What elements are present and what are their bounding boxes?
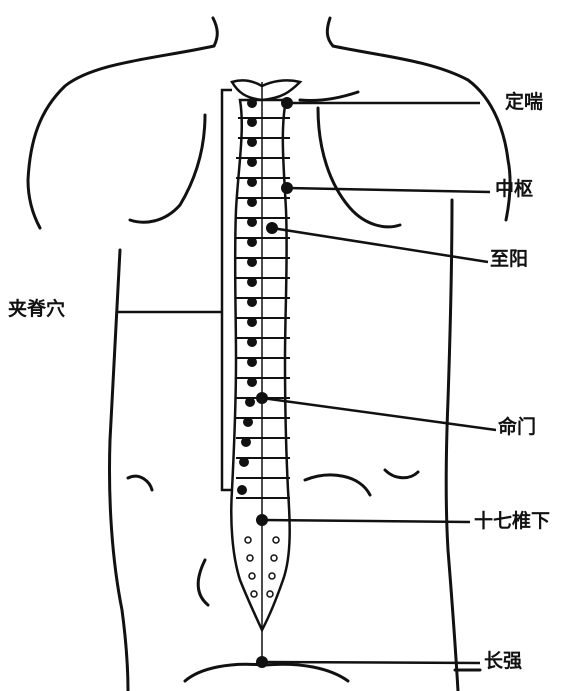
spine-column: [231, 80, 300, 630]
zhongshu-leader: [287, 188, 490, 192]
changqiang-leader: [262, 662, 480, 663]
left-hip-curve: [198, 560, 208, 605]
leader-lines: [118, 90, 496, 663]
right-torso-outline: [446, 200, 458, 691]
right-hip-curve: [305, 475, 370, 495]
label-changqiang: 长强: [484, 652, 522, 671]
label-shiqizhuixia: 十七椎下: [474, 512, 550, 531]
left-scapula-outline: [130, 115, 205, 222]
right-shoulder-outline: [333, 46, 510, 220]
mingmen-leader: [262, 398, 496, 430]
label-dingchuan: 定喘: [505, 93, 543, 112]
zhiyang-leader: [272, 228, 488, 262]
right-scapula-outline: [318, 108, 400, 227]
label-zhongshu: 中枢: [495, 180, 533, 199]
shiqizhuixia-leader: [262, 520, 470, 522]
jiaji-bracket: [222, 90, 232, 490]
left-waist-curve: [128, 476, 152, 490]
left-torso-outline: [110, 250, 129, 691]
right-buttock-curve: [265, 664, 348, 681]
label-zhiyang: 至阳: [490, 250, 528, 269]
left-buttock-curve: [185, 664, 262, 681]
shoulder-blade-line: [300, 92, 358, 101]
neck-right-outline: [327, 18, 333, 46]
left-shoulder-outline: [28, 46, 214, 228]
right-waist-curve: [385, 470, 418, 478]
label-jiaji: 夹脊穴: [8, 300, 65, 319]
neck-left-outline: [213, 18, 217, 46]
label-mingmen: 命门: [498, 418, 536, 437]
